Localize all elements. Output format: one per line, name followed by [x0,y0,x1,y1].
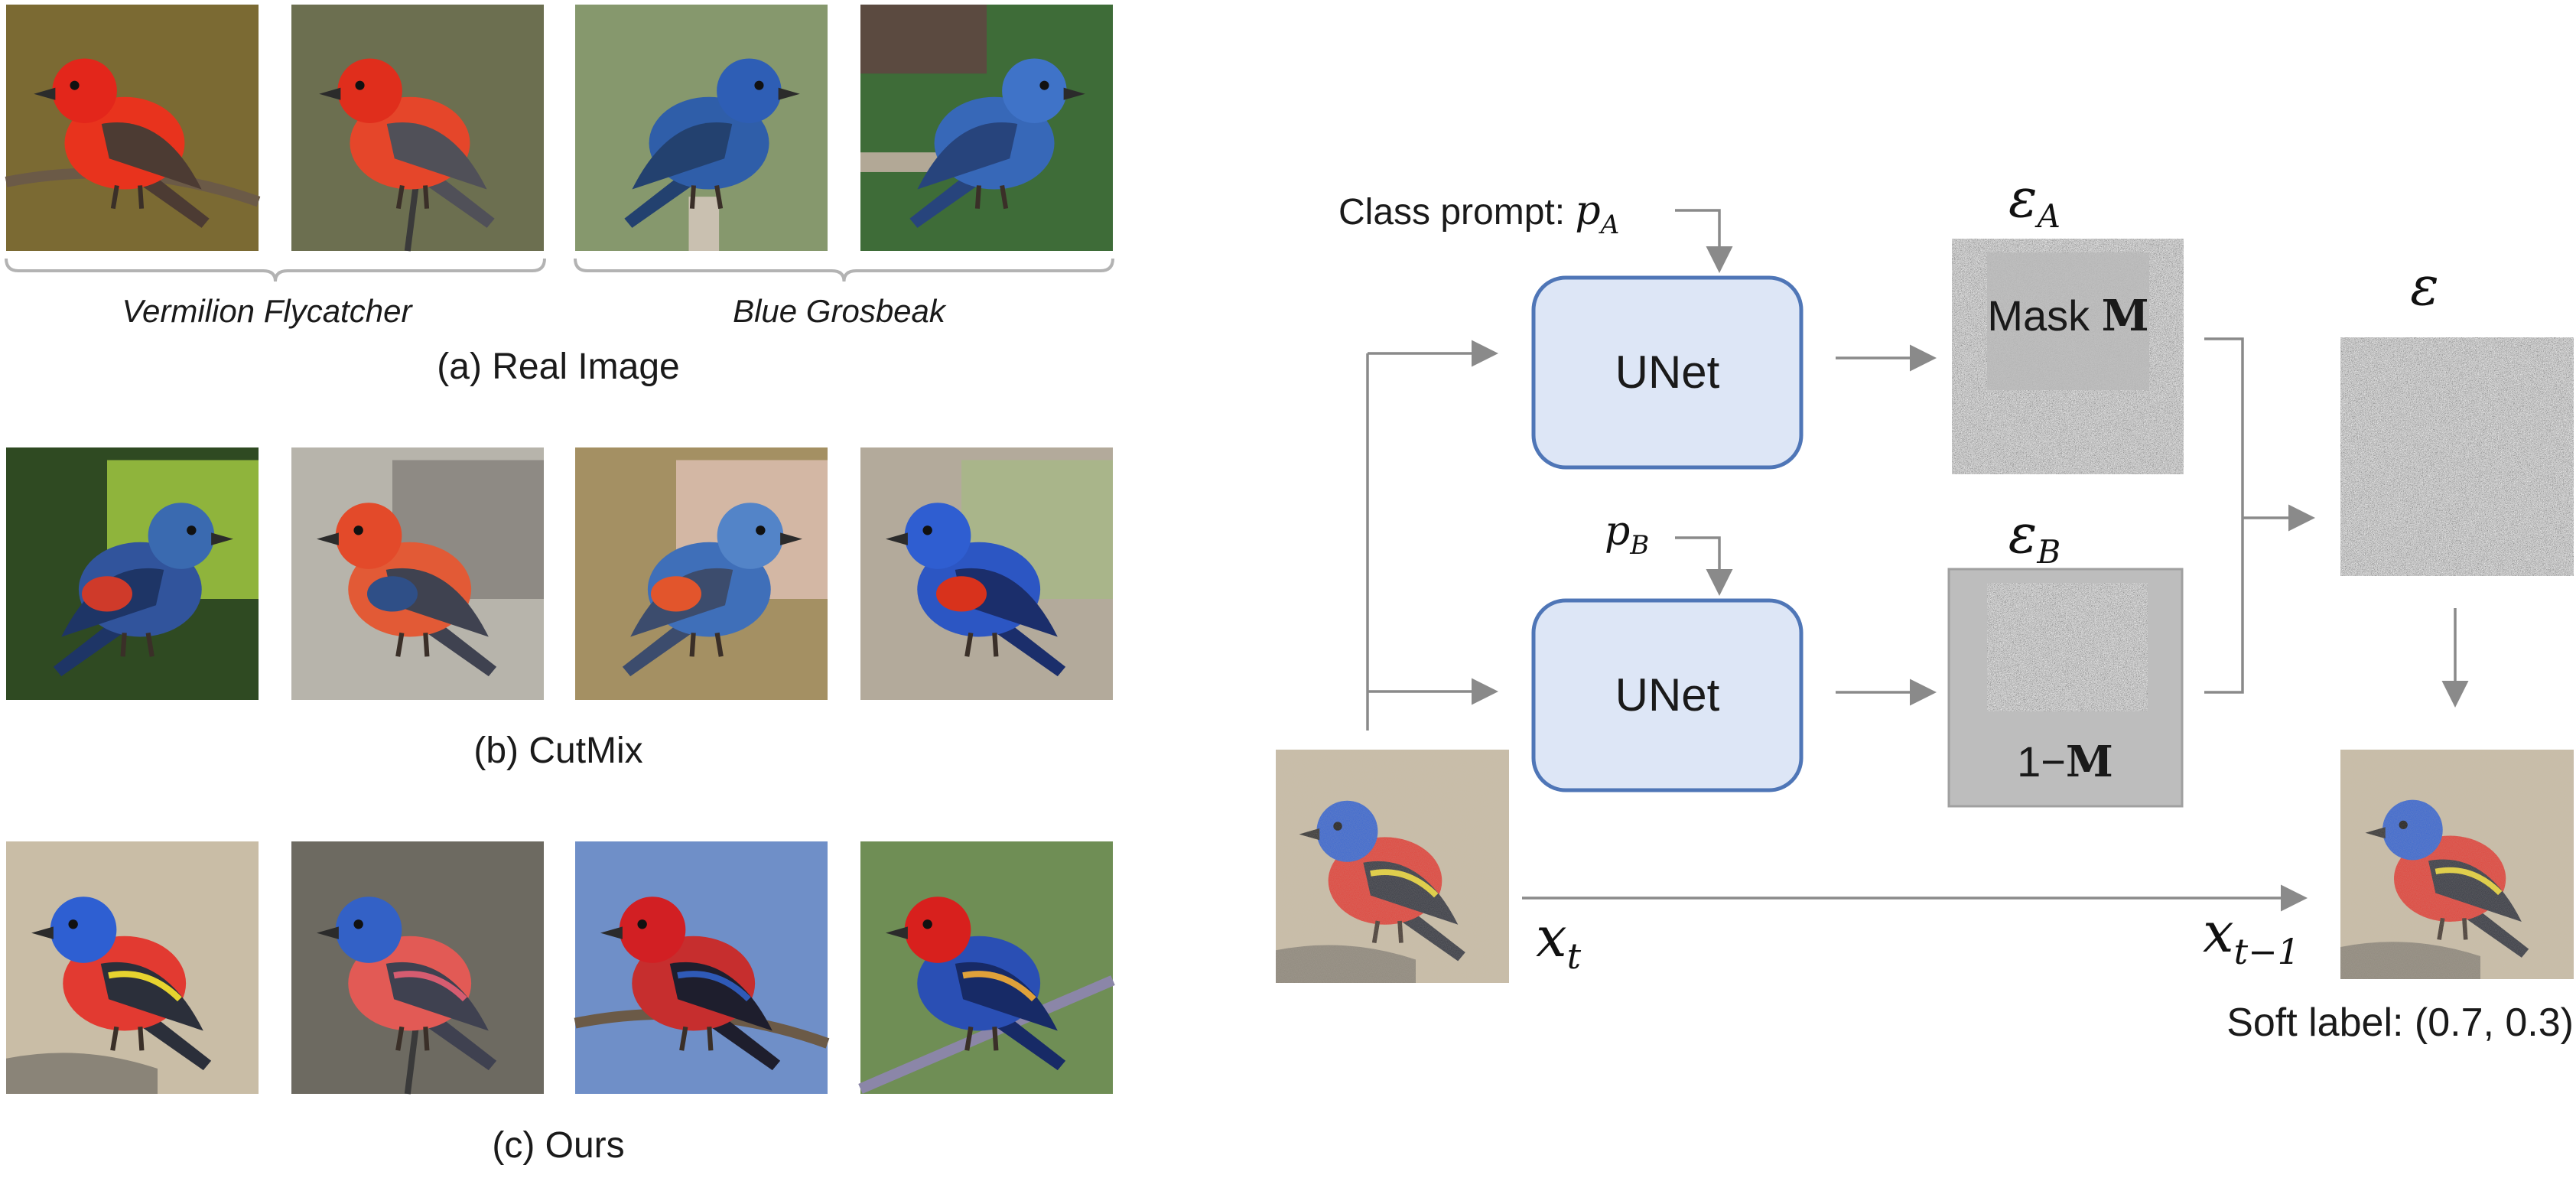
denoised-output-image [2340,750,2574,979]
ours-row [6,841,1115,1095]
arrow-prompt-a [1675,209,1733,273]
real-image-1 [5,5,261,251]
group-braces [5,258,1114,282]
unet-top-box [1531,275,1804,470]
pipeline-diagram: Class prompt: pA pB UNet UNet εA Mask M [1276,167,2574,1045]
caption-real-image: (a) Real Image [437,347,679,387]
real-image-row [5,5,1113,252]
real-image-2 [291,5,544,252]
inv-mask-label: 1−M [2017,737,2113,787]
cutmix-image-1 [6,447,259,700]
ours-image-1 [6,841,259,1094]
group-brace-2 [574,258,1114,282]
eps-a-label: εA [2008,167,2060,235]
left-panel: Vermilion Flycatcher Blue Grosbeak (a) R… [5,5,1115,1166]
group-label-grosbeak: Blue Grosbeak [733,293,947,329]
cutmix-image-2 [291,447,544,700]
xt-image-noise-overlay [1276,750,1509,983]
prompt-b-label: pB [1605,509,1649,561]
eps-b-noise [1987,583,2148,711]
ours-image-3 [574,841,830,1094]
noisy-input-image [1276,750,1509,983]
unet-bottom-label: UNet [1615,669,1720,721]
group-brace-1 [5,258,546,282]
cutmix-image-3 [575,447,828,700]
eps-b-label: εB [2008,503,2060,571]
cutmix-image-4 [860,447,1113,700]
real-image-4 [860,5,1113,251]
eps-label: ε [2410,255,2439,317]
x-t-label: xt [1536,905,1582,977]
cutmix-row [6,447,1113,700]
arrow-prompt-b [1675,536,1733,596]
class-prompt-label: Class prompt: pA [1338,188,1619,240]
caption-ours: (c) Ours [492,1125,624,1166]
group-label-vermilion: Vermilion Flycatcher [122,293,414,329]
x-t-minus-1-label: xt−1 [2203,900,2300,972]
mask-m-label: Mask M [1987,291,2148,341]
unet-top-label: UNet [1615,347,1720,398]
ours-image-2 [291,841,544,1095]
eps-a-mask-region [1987,252,2149,390]
ours-image-4 [858,841,1115,1094]
real-image-3 [575,5,828,251]
xt1-image-noise-overlay [2340,750,2574,979]
merge-bracket [2204,337,2244,694]
unet-bottom-box [1531,598,1804,792]
caption-cutmix: (b) CutMix [473,731,642,771]
soft-label: Soft label: (0.7, 0.3) [2226,1001,2574,1045]
eps-noise [2340,337,2574,576]
